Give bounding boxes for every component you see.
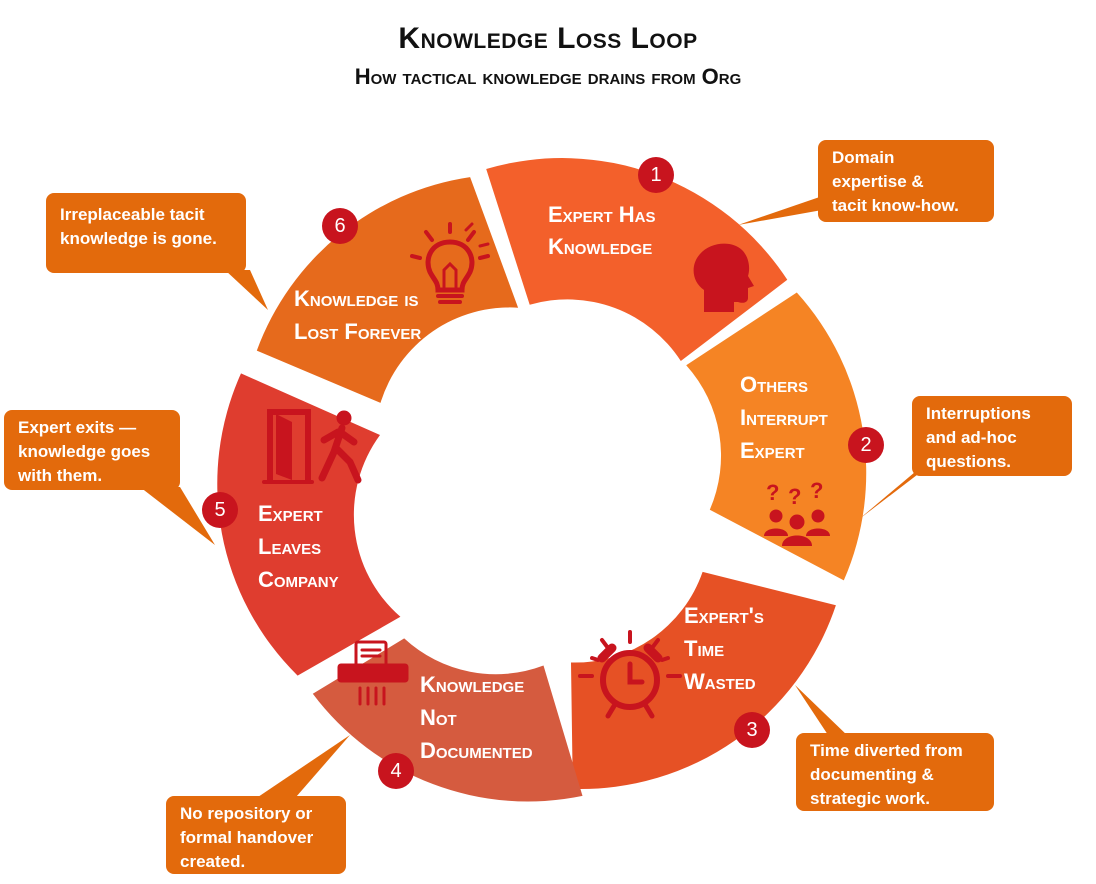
question-group-icon: ? ? ? [764, 478, 830, 546]
page-title: Knowledge Loss Loop [398, 22, 698, 55]
segment-3 [571, 571, 836, 790]
svg-text:6: 6 [334, 215, 345, 237]
svg-text:3: 3 [746, 719, 757, 741]
alarm-clock-icon [578, 630, 682, 719]
badge-3: 3 [734, 712, 770, 748]
callout-tail-6 [225, 270, 268, 310]
callout-tail-4 [258, 735, 350, 797]
badge-2: 2 [848, 427, 884, 463]
callout-tail-5 [140, 487, 215, 545]
svg-text:1: 1 [650, 164, 661, 186]
badge-4: 4 [378, 753, 414, 789]
lightbulb-icon [410, 222, 490, 304]
svg-text:?: ? [810, 478, 823, 503]
shredder-icon [337, 640, 409, 706]
brain-head-icon [693, 243, 754, 312]
svg-text:5: 5 [214, 499, 225, 521]
segment-5 [217, 373, 401, 676]
exit-door-icon [262, 409, 362, 484]
page-subtitle: How tactical knowledge drains from Org [354, 64, 742, 89]
badge-6: 6 [322, 208, 358, 244]
svg-text:4: 4 [390, 760, 401, 782]
svg-text:?: ? [788, 484, 801, 509]
callout-tail-3 [795, 685, 850, 738]
segment-2 [686, 292, 867, 581]
segment-6 [256, 177, 519, 403]
badge-1: 1 [638, 157, 674, 193]
badge-5: 5 [202, 492, 238, 528]
svg-text:?: ? [766, 480, 779, 505]
callout-tail-2 [858, 465, 930, 520]
svg-text:2: 2 [860, 434, 871, 456]
